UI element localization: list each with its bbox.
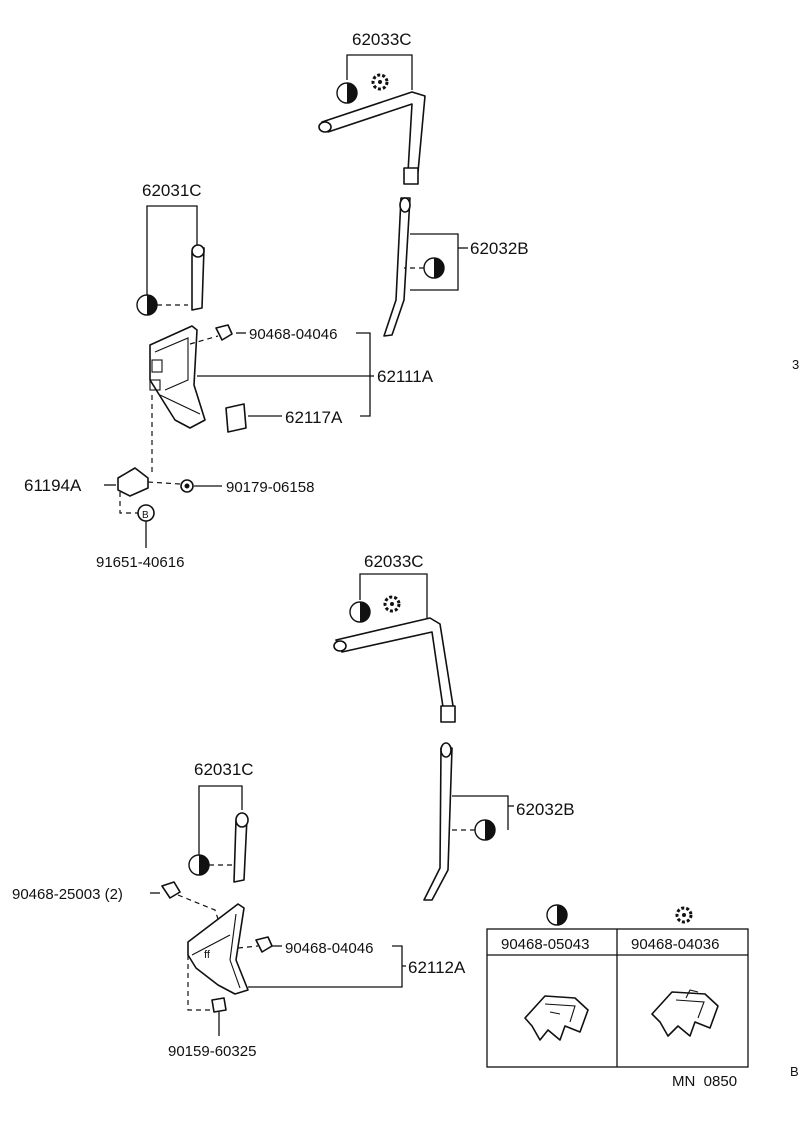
svg-text:ff: ff bbox=[204, 949, 211, 961]
half-circle-icon bbox=[474, 819, 496, 841]
clip-90468-25003 bbox=[161, 881, 181, 899]
legend-col2-header: 90468-04036 bbox=[631, 936, 719, 953]
clip-legend-table: 90468-05043 90468-04036 bbox=[486, 904, 749, 1068]
label-90468-04046-lower: 90468-04046 bbox=[285, 940, 373, 957]
svg-text:B: B bbox=[142, 510, 149, 521]
half-circle-icon bbox=[423, 257, 445, 279]
pad-62117a bbox=[225, 403, 247, 433]
weatherstrip-62033c-lower bbox=[335, 617, 455, 715]
label-62112a: 62112A bbox=[408, 958, 466, 977]
bracket-61194a bbox=[117, 467, 149, 497]
scuff-plate-62112a bbox=[187, 903, 249, 995]
weatherstrip-62033c-upper bbox=[321, 91, 426, 173]
clip-90468-04046-lower bbox=[255, 936, 273, 953]
label-62032b-upper: 62032B bbox=[470, 239, 529, 258]
clip-drawing-90468-04036 bbox=[651, 989, 719, 1037]
legend-col1-header: 90468-05043 bbox=[501, 936, 589, 953]
label-62033c-lower: 62033C bbox=[364, 552, 424, 571]
label-90159-60325: 90159-60325 bbox=[168, 1043, 256, 1060]
weatherstrip-62032b-upper bbox=[383, 197, 411, 337]
dotted-ring-icon bbox=[675, 906, 693, 924]
edge-mark-right-mid: 3 bbox=[792, 357, 799, 372]
half-circle-icon bbox=[336, 82, 358, 104]
half-circle-icon bbox=[188, 854, 210, 876]
label-62033c-upper: 62033C bbox=[352, 30, 412, 49]
half-circle-icon bbox=[546, 904, 568, 926]
footer-code: MN 0850 bbox=[672, 1073, 737, 1090]
dotted-ring-icon bbox=[383, 595, 401, 613]
label-90468-04046-upper: 90468-04046 bbox=[249, 326, 337, 343]
scuff-plate-62111a bbox=[149, 325, 206, 429]
weatherstrip-62032b-lower bbox=[423, 747, 453, 901]
label-61194a: 61194A bbox=[24, 476, 82, 495]
label-90179-06158: 90179-06158 bbox=[226, 479, 314, 496]
label-62117a: 62117A bbox=[285, 408, 343, 427]
half-circle-icon bbox=[136, 294, 158, 316]
label-91651-40616: 91651-40616 bbox=[96, 554, 184, 571]
screw-90159-60325 bbox=[211, 997, 227, 1013]
label-62111a: 62111A bbox=[377, 367, 434, 386]
label-90468-25003: 90468-25003 (2) bbox=[12, 886, 123, 903]
half-circle-icon bbox=[349, 601, 371, 623]
dotted-ring-icon bbox=[371, 73, 389, 91]
label-62032b-lower: 62032B bbox=[516, 800, 575, 819]
clip-90468-04046-upper bbox=[215, 324, 233, 341]
edge-mark-right-bottom: B bbox=[790, 1064, 799, 1079]
clip-drawing-90468-05043 bbox=[524, 995, 589, 1041]
label-62031c-upper: 62031C bbox=[142, 181, 202, 200]
label-62031c-lower: 62031C bbox=[194, 760, 254, 779]
